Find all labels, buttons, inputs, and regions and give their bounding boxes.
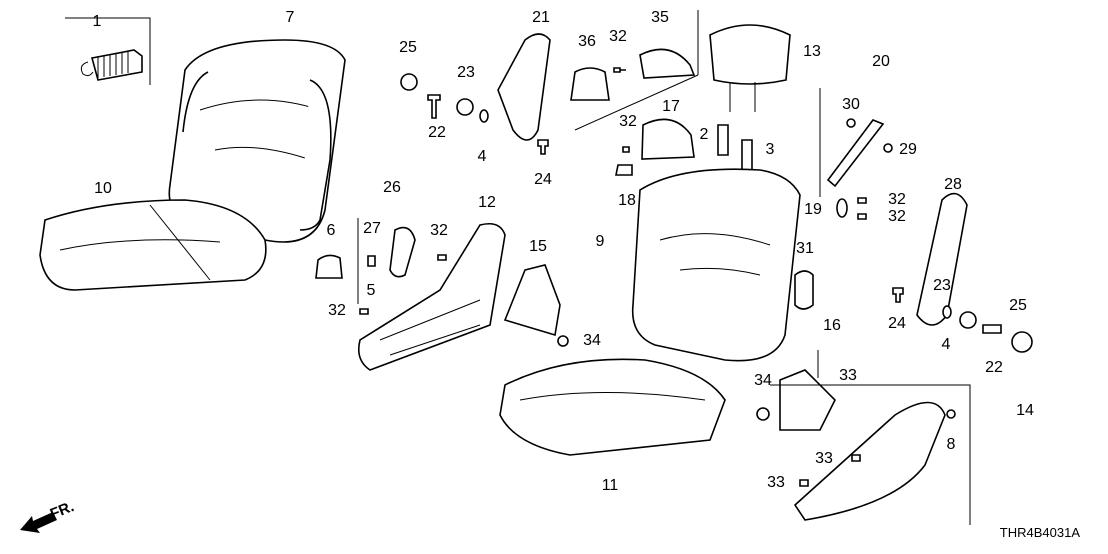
callout-9: 9 (595, 233, 605, 250)
callout-26: 26 (383, 179, 401, 196)
part-28-cover (916, 192, 968, 326)
callout-28: 28 (944, 176, 962, 193)
callout-4: 4 (941, 336, 951, 353)
part-21-cover (497, 33, 551, 141)
callout-33: 33 (815, 450, 833, 467)
callout-12: 12 (478, 194, 496, 211)
part-9-seatback (631, 168, 801, 362)
callout-3: 3 (765, 141, 775, 158)
callout-32: 32 (888, 191, 906, 208)
part-18-pad (615, 164, 633, 176)
part-2-guide (717, 124, 729, 156)
callout-4: 4 (477, 148, 487, 165)
part-1-clip-set (65, 17, 151, 85)
part-33-clip-c (799, 479, 809, 487)
callout-7: 7 (285, 9, 295, 26)
part-24-clip (537, 139, 549, 155)
callout-23: 23 (457, 64, 475, 81)
callout-34: 34 (583, 332, 601, 349)
callout-10: 10 (94, 180, 112, 197)
part-30-clip (846, 118, 856, 128)
callout-17: 17 (662, 98, 680, 115)
part-14-side-trim (793, 401, 946, 521)
part-32-screw (613, 67, 626, 73)
part-22-bolt-b (982, 324, 1002, 334)
callout-36: 36 (578, 33, 596, 50)
callout-29: 29 (899, 141, 917, 158)
callout-13: 13 (803, 43, 821, 60)
part-25-cap (400, 73, 418, 91)
part-31-lever (794, 270, 814, 310)
part-33-clip-b (851, 454, 861, 462)
callout-25: 25 (399, 39, 417, 56)
callout-19: 19 (804, 201, 822, 218)
part-32-screw-d (857, 197, 867, 204)
callout-21: 21 (532, 9, 550, 26)
callout-20: 20 (872, 53, 890, 70)
part-8-clip (946, 409, 956, 419)
callout-1: 1 (92, 13, 102, 30)
part-12-side-cover (357, 222, 506, 371)
part-32-screw-f (359, 308, 369, 315)
callout-11: 11 (601, 477, 619, 494)
part-24-clip-b (892, 287, 904, 303)
part-13-headrest (709, 24, 791, 85)
part-16-bracket (779, 369, 836, 431)
callout-8: 8 (946, 436, 956, 453)
callout-32: 32 (619, 113, 637, 130)
part-34-nut-b (756, 407, 770, 421)
part-25-cap-b (1011, 331, 1033, 353)
callout-22: 22 (428, 124, 446, 141)
part-32-screw-c (437, 254, 447, 261)
callout-24: 24 (888, 315, 906, 332)
part-4-washer (479, 109, 489, 123)
part-17-cover (641, 118, 695, 160)
callout-35: 35 (651, 9, 669, 26)
part-26-knob (389, 226, 416, 278)
part-20-trim (826, 119, 885, 188)
callout-22: 22 (985, 359, 1003, 376)
part-19-plate (836, 198, 848, 218)
part-36-knob-cover (570, 67, 610, 101)
part-32-screw-b (622, 146, 630, 153)
callout-24: 24 (534, 171, 552, 188)
callout-33: 33 (767, 474, 785, 491)
part-22-bolt (427, 94, 441, 119)
part-4-washer-b (942, 305, 952, 319)
callout-32: 32 (430, 222, 448, 239)
callout-33: 33 (839, 367, 857, 384)
callout-18: 18 (618, 192, 636, 209)
part-29-clip (883, 143, 893, 153)
diagram-code: THR4B4031A (999, 525, 1080, 540)
callout-14: 14 (1016, 402, 1034, 419)
callout-23: 23 (933, 277, 951, 294)
callout-25: 25 (1009, 297, 1027, 314)
callout-34: 34 (754, 372, 772, 389)
callout-30: 30 (842, 96, 860, 113)
callout-2: 2 (699, 126, 709, 143)
part-23-bushing (456, 98, 474, 116)
part-10-seat-cushion (39, 199, 267, 291)
part-32-screw-e (857, 213, 867, 220)
callout-32: 32 (328, 302, 346, 319)
callout-6: 6 (326, 222, 336, 239)
callout-31: 31 (796, 240, 814, 257)
part-34-nut (557, 335, 569, 347)
callout-5: 5 (366, 282, 376, 299)
part-35-cover (639, 48, 696, 79)
part-6-handle (315, 254, 343, 279)
part-3-guide (741, 139, 753, 171)
callout-27: 27 (363, 220, 381, 237)
callout-16: 16 (823, 317, 841, 334)
callout-15: 15 (529, 238, 547, 255)
part-23-bushing-b (959, 311, 977, 329)
callout-32: 32 (888, 208, 906, 225)
part-11-seat-cushion (499, 358, 726, 456)
front-arrow-icon (20, 512, 57, 533)
part-15-bracket (503, 264, 561, 337)
callout-32: 32 (609, 28, 627, 45)
part-27-clip (367, 255, 376, 267)
